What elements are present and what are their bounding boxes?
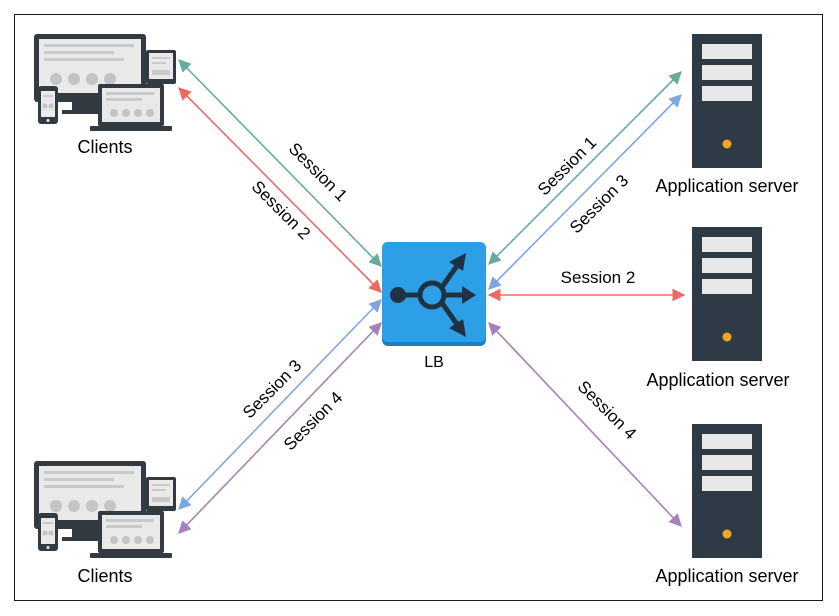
clients-bottom-label: Clients [77, 566, 132, 586]
server-middle-icon [692, 227, 762, 361]
server-top-label: Application server [655, 176, 798, 196]
session-1-client-connector [178, 59, 382, 267]
session-3-server-connector [488, 94, 682, 290]
session-3-client-connector [178, 299, 382, 510]
server-bottom-label: Application server [655, 566, 798, 586]
session-label: Session 4 [574, 377, 640, 443]
session-label: Session 4 [280, 388, 346, 454]
session-label: Session 1 [534, 133, 600, 199]
clients-top-label: Clients [77, 137, 132, 157]
server-middle-label: Application server [646, 370, 789, 390]
diagram-frame [14, 14, 823, 601]
session-4-client-connector [178, 322, 382, 534]
clients-top-icon [34, 34, 176, 131]
session-label: Session 3 [566, 171, 632, 237]
server-bottom-icon [692, 424, 762, 558]
session-label: Session 1 [285, 139, 351, 205]
session-1-server-connector [488, 71, 682, 265]
clients-bottom-icon [34, 461, 176, 558]
session-label: Session 2 [561, 268, 636, 287]
load-balancer-label: LB [424, 354, 444, 371]
load-balancer-icon [382, 242, 486, 346]
server-top-icon [692, 34, 762, 168]
session-4-server-connector [488, 322, 682, 527]
session-2-client-connector [178, 87, 382, 293]
